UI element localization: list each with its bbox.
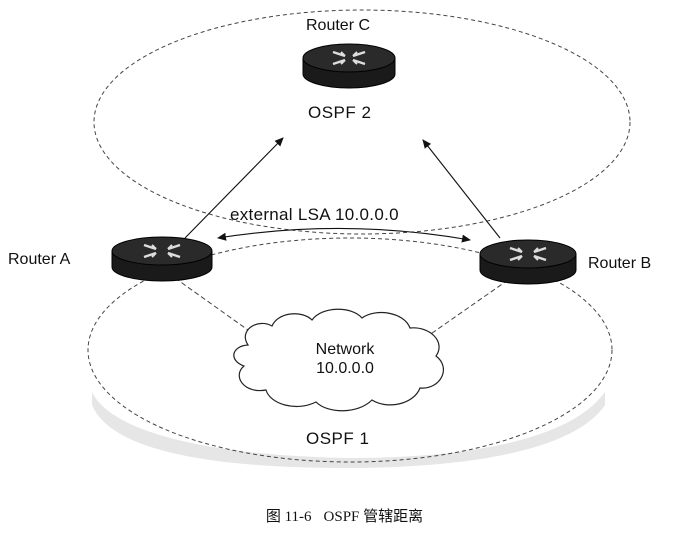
figure-title: OSPF 管辖距离	[323, 509, 424, 525]
ospf1-area-label: OSPF 1	[306, 429, 370, 448]
network-label: Network 10.0.0.0	[290, 342, 400, 377]
network-cloud	[233, 308, 445, 412]
router-b-label: Router B	[588, 255, 652, 272]
router-c-label: Router C	[306, 17, 371, 34]
network-name: Network	[315, 341, 375, 358]
network-address: 10.0.0.0	[316, 360, 374, 377]
ospf1-shaded-band	[92, 392, 605, 468]
router-c-icon	[302, 43, 396, 89]
figure-number: 图 11-6	[265, 509, 312, 525]
link-router-b-network	[424, 279, 509, 339]
figure-caption: 图 11-6 OSPF 管辖距离	[0, 510, 689, 525]
external-lsa-arrow	[217, 227, 471, 243]
ospf1-area-boundary	[87, 237, 613, 463]
arrow-router-b-to-ospf2	[422, 139, 501, 239]
arrow-router-a-to-ospf2	[184, 137, 284, 239]
router-a-label: Router A	[8, 251, 71, 268]
router-b-icon	[479, 239, 577, 285]
ospf2-area-boundary	[93, 9, 631, 235]
router-a-icon	[111, 236, 213, 282]
external-lsa-label: external LSA 10.0.0.0	[230, 205, 399, 224]
ospf2-area-label: OSPF 2	[308, 103, 372, 122]
